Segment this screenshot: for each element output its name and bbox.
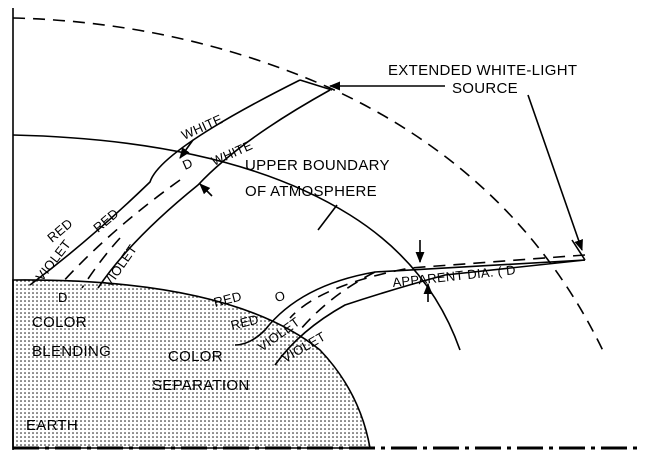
label-source: EXTENDED WHITE-LIGHT [388, 62, 577, 79]
label-color-separation-1: COLOR [168, 348, 223, 365]
beam-upper-edge-inner [97, 89, 331, 289]
beam-top-cap [299, 79, 333, 91]
label-color-separation-2: SEPARATION [152, 377, 249, 394]
beam-upper-edge-outer [29, 79, 301, 286]
beam-lower-mid-dash [289, 254, 586, 319]
beam-upper-mid-dash [59, 179, 181, 286]
label-white-outer: WHITE [179, 111, 225, 142]
beam-lower-edge-top [234, 259, 586, 346]
label-earth: EARTH [26, 417, 78, 434]
label-d-left: D [58, 290, 68, 305]
label-boundary-2: OF ATMOSPHERE [245, 183, 377, 200]
d-arrow-top [179, 139, 194, 159]
label-boundary: UPPER BOUNDARY [245, 157, 390, 174]
beam-upper-violet-dash [81, 237, 121, 289]
beam-lower-edge-bottom [274, 259, 586, 366]
beam-lower-violet-dash [299, 271, 376, 331]
boundary-leader [317, 204, 338, 231]
source-leader-2 [527, 94, 583, 252]
label-o-lower: O [273, 288, 287, 305]
beam-lower-cap [571, 239, 586, 261]
earth-surface [12, 279, 371, 449]
label-red-lower-a: RED [212, 288, 243, 309]
label-color-blending-2: BLENDING [32, 343, 111, 360]
d-arrow-bottom [199, 183, 213, 197]
label-d-top: D [180, 155, 195, 173]
label-color-blending-1: COLOR [32, 314, 87, 331]
label-red-upper-b: RED [90, 206, 121, 236]
label-red-lower-b: RED [229, 311, 260, 332]
label-source-2: SOURCE [452, 80, 518, 97]
label-violet-upper-b: VIOLET [100, 242, 140, 290]
